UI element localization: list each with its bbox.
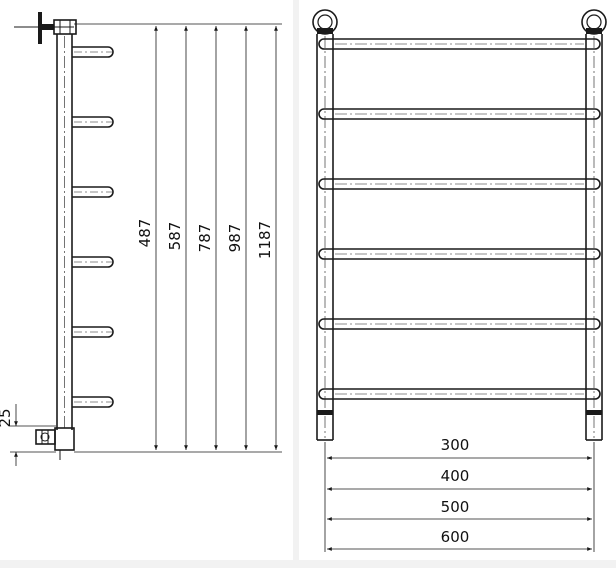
height-dim-label: 487 xyxy=(136,219,154,248)
front-left-pipe xyxy=(316,34,334,441)
side-view: 25 487 587 787 987 1 xyxy=(0,12,282,466)
side-rung-stub xyxy=(72,256,114,268)
height-dim-787: 787 xyxy=(196,26,218,450)
height-dim-987: 987 xyxy=(226,26,248,450)
width-dim-300: 300 xyxy=(327,436,592,460)
bottom-strip xyxy=(0,560,616,568)
front-rung xyxy=(318,388,601,400)
offset-dimension: 25 xyxy=(0,404,56,466)
width-dim-400: 400 xyxy=(327,467,592,491)
front-mount-left xyxy=(312,9,338,35)
width-dim-500: 500 xyxy=(327,498,592,521)
top-wall-mount xyxy=(14,12,77,44)
front-rung xyxy=(318,178,601,190)
height-dim-487: 487 xyxy=(136,26,158,450)
front-mount-right xyxy=(581,9,607,35)
height-dim-587: 587 xyxy=(166,26,188,450)
width-dim-label: 600 xyxy=(441,528,470,546)
front-rung xyxy=(318,38,601,50)
side-rung-stub xyxy=(72,396,114,408)
side-rung-stub xyxy=(72,186,114,198)
side-rung-stub xyxy=(72,326,114,338)
side-rungs xyxy=(72,46,114,408)
width-dim-600: 600 xyxy=(327,528,592,551)
width-dim-label: 400 xyxy=(441,467,470,485)
bottom-valve xyxy=(35,427,75,460)
height-dimensions: 487 587 787 987 1187 xyxy=(136,26,278,450)
height-dim-label: 787 xyxy=(196,224,214,253)
height-dim-label: 1187 xyxy=(256,221,274,259)
width-dim-label: 300 xyxy=(441,436,470,454)
side-rung-stub xyxy=(72,46,114,58)
panel-separator xyxy=(293,0,299,568)
side-vertical-pipe xyxy=(56,34,73,430)
width-dim-label: 500 xyxy=(441,498,470,516)
height-dim-1187: 1187 xyxy=(256,26,278,450)
width-dimensions: 300 400 500 600 xyxy=(327,436,592,551)
height-dim-label: 987 xyxy=(226,224,244,253)
front-rung xyxy=(318,108,601,120)
front-rung xyxy=(318,248,601,260)
front-rungs xyxy=(318,38,601,400)
front-view: 300 400 500 600 xyxy=(312,9,607,552)
front-rung xyxy=(318,318,601,330)
height-dim-label: 587 xyxy=(166,222,184,251)
side-rung-stub xyxy=(72,116,114,128)
offset-dim-label: 25 xyxy=(0,408,14,427)
front-right-pipe xyxy=(585,34,603,441)
